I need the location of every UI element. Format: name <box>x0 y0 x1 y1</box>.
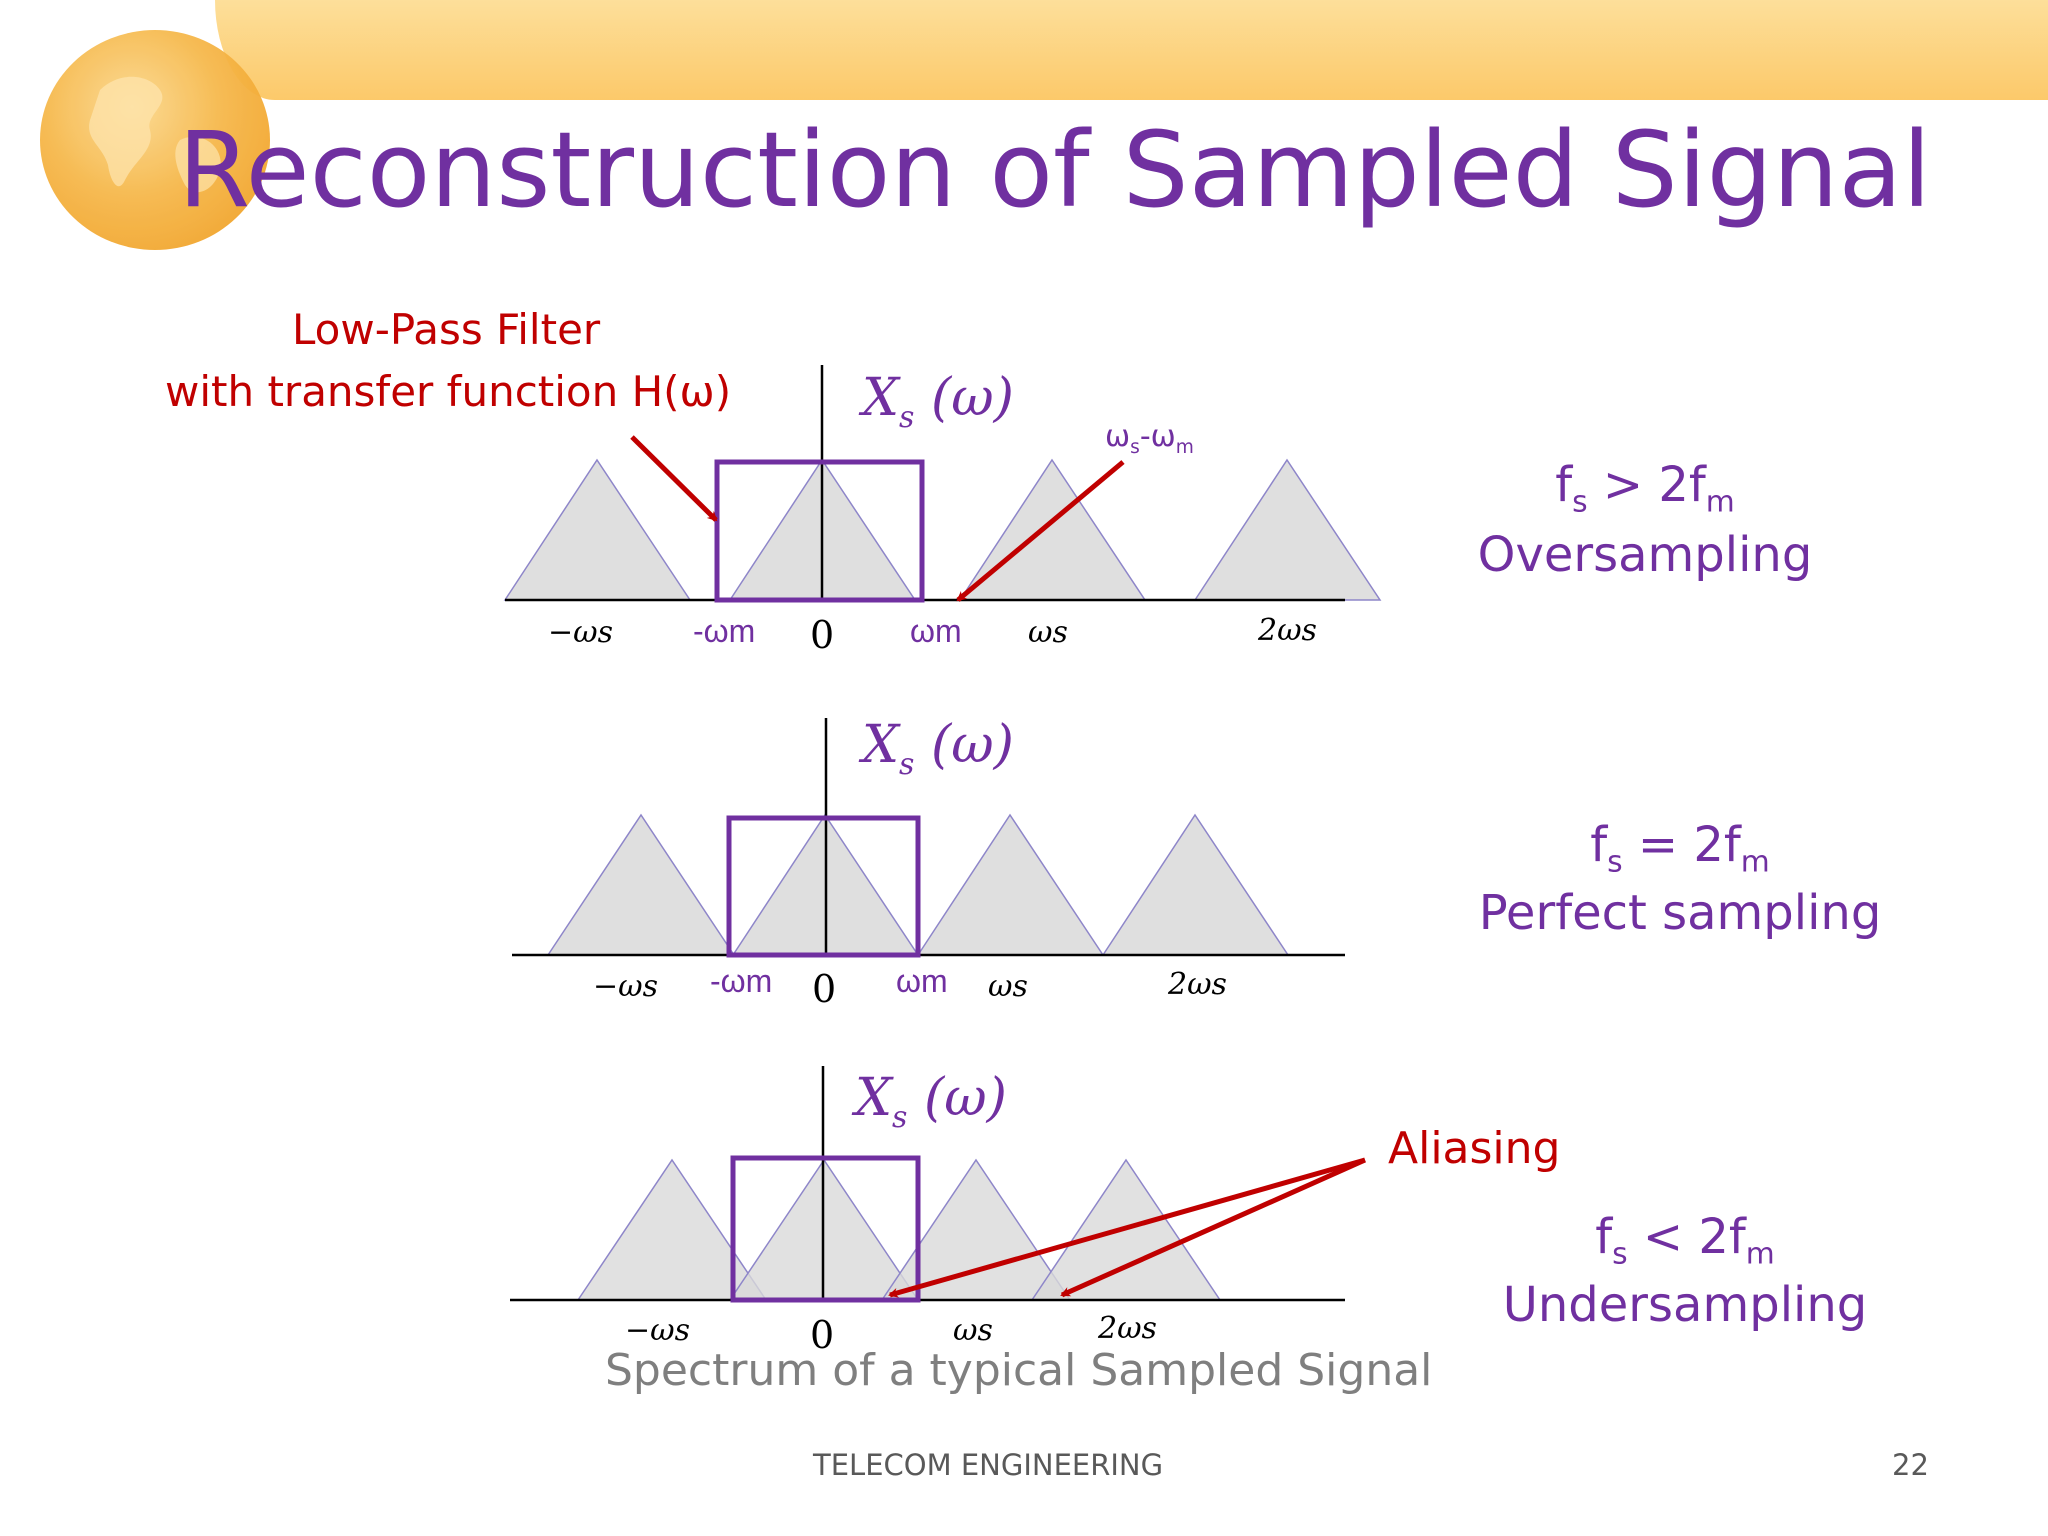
spectrum-triangle <box>958 458 1147 601</box>
tick-2ws: 2ωs <box>1097 1311 1157 1346</box>
tick-neg-ws: −ωs <box>548 615 613 650</box>
tick-ws: ωs <box>953 1313 993 1348</box>
lpf-label-line2: with transfer function H(ω) <box>165 367 732 416</box>
tick-neg-ws: −ωs <box>625 1313 690 1348</box>
mode-undersampling: Undersampling <box>1502 1277 1868 1333</box>
spectrum-triangle <box>880 1158 1072 1301</box>
mode-perfect: Perfect sampling <box>1478 885 1882 941</box>
spectrum-label: Xs (ω) <box>851 1068 1007 1135</box>
spectrum-triangle <box>576 1158 768 1301</box>
plot-undersampling: Xs (ω) −ωs 0 ωs 2ωs <box>510 1066 1345 1357</box>
tick-zero: 0 <box>810 1313 834 1357</box>
ws-minus-wm-label: ωs-ωm <box>1105 419 1194 458</box>
tick-wm: ωm <box>910 613 962 649</box>
figure-caption: Spectrum of a typical Sampled Signal <box>605 1345 1433 1396</box>
spectrum-triangle <box>1193 458 1382 601</box>
plot-oversampling: Xs (ω) −ωs -ωm 0 ωm ωs 2ωs <box>503 365 1382 657</box>
tick-neg-wm: -ωm <box>693 613 755 649</box>
spectrum-triangle <box>1101 813 1290 956</box>
aliasing-arrow-2 <box>1060 1157 1367 1298</box>
spectrum-triangle <box>546 813 736 956</box>
ws-minus-wm-arrow <box>956 460 1125 602</box>
tick-wm: ωm <box>896 963 948 999</box>
tick-2ws: 2ωs <box>1257 613 1317 648</box>
spectrum-label: Xs (ω) <box>858 715 1014 782</box>
condition-undersampling: fs < 2fm <box>1595 1209 1775 1272</box>
page-number: 22 <box>1892 1448 1929 1482</box>
tick-2ws: 2ωs <box>1167 967 1227 1002</box>
condition-perfect: fs = 2fm <box>1590 817 1770 880</box>
lowpass-filter-box <box>714 459 925 603</box>
spectrum-triangle <box>503 458 692 601</box>
lpf-label-line1: Low-Pass Filter <box>292 305 601 354</box>
aliasing-label: Aliasing <box>1388 1123 1561 1174</box>
slide-title: Reconstruction of Sampled Signal <box>178 109 1932 231</box>
footer-center: TELECOM ENGINEERING <box>813 1448 1164 1482</box>
lowpass-filter-box <box>730 1155 921 1303</box>
lpf-arrow <box>630 435 718 522</box>
lowpass-filter-box <box>726 815 921 958</box>
tick-ws: ωs <box>1028 615 1068 650</box>
aliasing-arrow-1 <box>888 1157 1366 1298</box>
spectrum-triangle <box>916 813 1105 956</box>
tick-neg-wm: -ωm <box>710 963 772 999</box>
spectrum-replicas <box>503 458 1382 601</box>
globe-logo-icon <box>40 30 270 250</box>
tick-zero: 0 <box>810 613 834 657</box>
tick-zero: 0 <box>812 967 836 1011</box>
condition-oversampling: fs > 2fm <box>1555 457 1735 520</box>
header-banner <box>215 0 2048 100</box>
plot-perfect-sampling: Xs (ω) −ωs -ωm 0 ωm ωs 2ωs <box>512 715 1345 1011</box>
tick-neg-ws: −ωs <box>593 969 658 1004</box>
tick-ws: ωs <box>988 969 1028 1004</box>
spectrum-label: Xs (ω) <box>858 368 1014 435</box>
mode-oversampling: Oversampling <box>1477 527 1813 583</box>
